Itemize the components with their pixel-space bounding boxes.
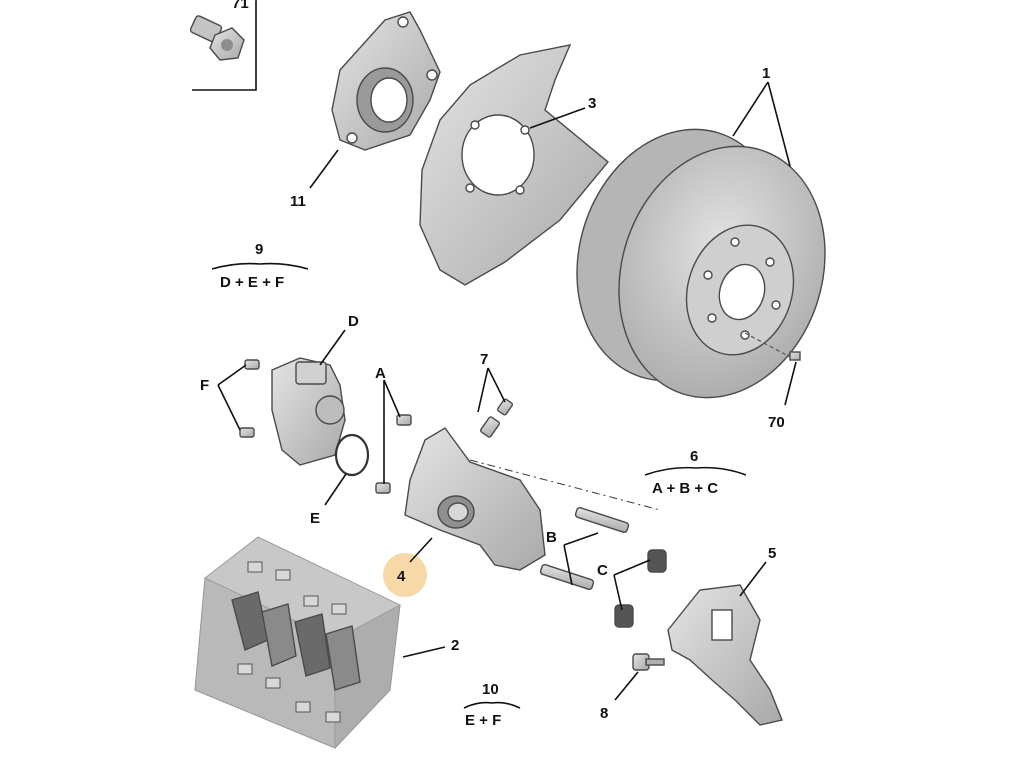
svg-text:E + F: E + F — [465, 712, 501, 729]
svg-text:9: 9 — [255, 241, 263, 258]
guide-pins-part — [539, 506, 630, 591]
part-label-5: 5 — [768, 545, 776, 562]
pin-boots-part — [614, 549, 667, 628]
bracket-bolt-part — [632, 653, 665, 671]
svg-text:D + E + F: D + E + F — [220, 274, 284, 291]
seal-ring-part — [334, 433, 370, 477]
bolt-icon — [189, 15, 245, 61]
part-label-11: 11 — [290, 193, 306, 210]
corner-reference-box: 71 — [189, 0, 257, 91]
backing-plate-part — [419, 44, 609, 286]
brake-pad-icon — [231, 591, 361, 691]
kit-label-10: 10 E + F — [463, 681, 521, 729]
part-label-F: F — [200, 377, 209, 394]
kit-label-9: 9 D + E + F — [211, 241, 309, 291]
caliper-body-part — [404, 427, 546, 571]
part-label-3: 3 — [588, 95, 596, 112]
part-label-B: B — [546, 529, 557, 546]
part-label-70: 70 — [768, 414, 785, 431]
brake-pad-kit-part — [194, 536, 401, 750]
part-label-8: 8 — [600, 705, 608, 722]
corner-ref-label: 71 — [232, 0, 249, 12]
part-label-E: E — [310, 510, 320, 527]
part-label-4: 4 — [397, 568, 406, 585]
part-label-2: 2 — [451, 637, 459, 654]
caliper-actuator-part — [271, 357, 346, 466]
bleed-valve-part — [480, 398, 514, 438]
disc-screw-part — [744, 332, 801, 361]
kit-label-6: 6 A + B + C — [644, 448, 747, 497]
actuator-screws-part — [239, 359, 260, 438]
part-label-1: 1 — [762, 65, 770, 82]
part-label-7: 7 — [480, 351, 488, 368]
part-label-C: C — [597, 562, 608, 579]
caliper-bracket-part — [667, 584, 783, 726]
hub-carrier-part — [331, 11, 441, 151]
bleed-screws-part — [375, 414, 412, 494]
part-label-D: D — [348, 313, 359, 330]
highlight-circle — [383, 553, 427, 597]
brake-disc-part — [576, 128, 826, 399]
part-label-A: A — [375, 365, 386, 382]
svg-text:10: 10 — [482, 681, 499, 698]
svg-text:A + B + C: A + B + C — [652, 480, 718, 497]
svg-text:6: 6 — [690, 448, 698, 465]
